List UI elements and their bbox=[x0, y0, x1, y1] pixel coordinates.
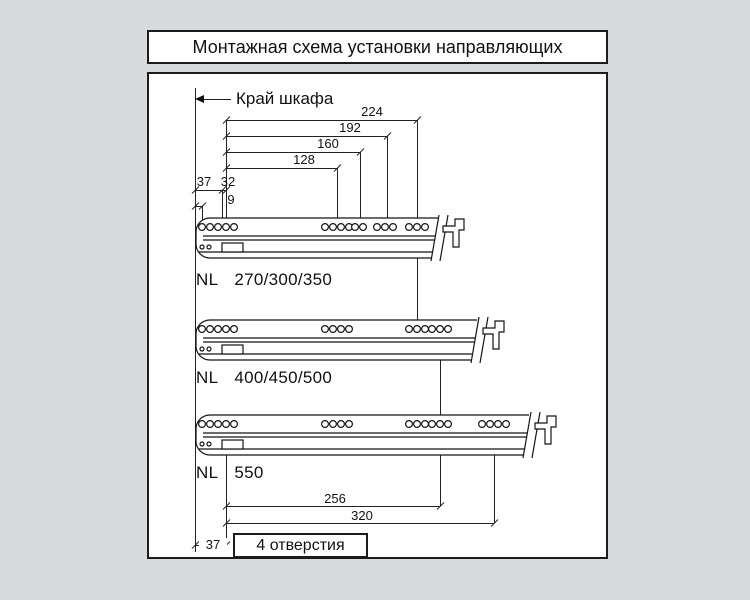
dim-label-192: 192 bbox=[339, 120, 361, 135]
dim-label-128: 128 bbox=[293, 152, 315, 167]
slide-prefix: NL bbox=[196, 368, 219, 387]
slide-label-1: NL 270/300/350 bbox=[196, 270, 332, 290]
slide-sizes: 400/450/500 bbox=[234, 368, 333, 387]
holes-note-box: 4 отверстия bbox=[233, 533, 368, 558]
dim-label-320: 320 bbox=[342, 509, 382, 523]
extension-line-320 bbox=[494, 425, 495, 523]
rear-hook-bracket bbox=[482, 320, 505, 350]
dim-label-160: 160 bbox=[317, 136, 339, 151]
dim-label-256: 256 bbox=[315, 492, 355, 506]
extension-line-192 bbox=[387, 136, 388, 230]
holes-note-label: 4 отверстия bbox=[256, 536, 345, 554]
diagram-title: Монтажная схема установки направляющих bbox=[192, 36, 563, 57]
mounting-hole bbox=[197, 420, 207, 429]
dimension-line-224 bbox=[226, 120, 417, 121]
slide-prefix: NL bbox=[196, 463, 219, 482]
slide-label-3: NL 550 bbox=[196, 463, 264, 483]
dimension-line-256 bbox=[226, 506, 440, 507]
dimension-line-320 bbox=[226, 523, 494, 524]
drawer-slide-medium bbox=[195, 316, 505, 364]
extension-line-32 bbox=[222, 190, 223, 230]
cabinet-edge-label: Край шкафа bbox=[236, 89, 334, 108]
slide-label-2: NL 400/450/500 bbox=[196, 368, 332, 388]
extension-line-128 bbox=[337, 168, 338, 230]
drawer-slide-long bbox=[195, 411, 557, 459]
dim-label-37-top: 37 bbox=[196, 174, 212, 189]
dimension-line-9 bbox=[195, 206, 202, 207]
extension-line-9 bbox=[202, 206, 203, 230]
dimension-line-160 bbox=[226, 152, 360, 153]
slide-latch bbox=[221, 242, 244, 253]
dimension-line-192 bbox=[226, 136, 387, 137]
extension-line-160 bbox=[360, 152, 361, 230]
drawer-slide-short bbox=[195, 214, 465, 262]
rear-hook-bracket bbox=[442, 218, 465, 248]
dimension-line-128 bbox=[226, 168, 337, 169]
mounting-hole bbox=[197, 223, 207, 232]
slide-sizes: 270/300/350 bbox=[234, 270, 333, 289]
cabinet-edge-line bbox=[195, 88, 196, 552]
left-arrow-icon bbox=[195, 95, 204, 103]
dimension-line-37-top bbox=[195, 190, 226, 191]
dim-label-32: 32 bbox=[220, 174, 236, 189]
slide-prefix: NL bbox=[196, 270, 219, 289]
rear-hook-bracket bbox=[534, 415, 557, 445]
title-box: Монтажная схема установки направляющих bbox=[147, 30, 608, 64]
dim-label-9: 9 bbox=[227, 192, 235, 207]
slide-latch bbox=[221, 439, 244, 450]
dim-label-224: 224 bbox=[361, 104, 383, 119]
extension-line-37-bottom bbox=[226, 428, 227, 546]
extension-line-37 bbox=[226, 120, 227, 235]
mounting-hole bbox=[197, 325, 207, 334]
slide-sizes: 550 bbox=[234, 463, 264, 482]
slide-latch bbox=[221, 344, 244, 355]
edge-arrow-line bbox=[199, 99, 231, 100]
dim-label-37-bottom: 37 bbox=[199, 538, 227, 552]
